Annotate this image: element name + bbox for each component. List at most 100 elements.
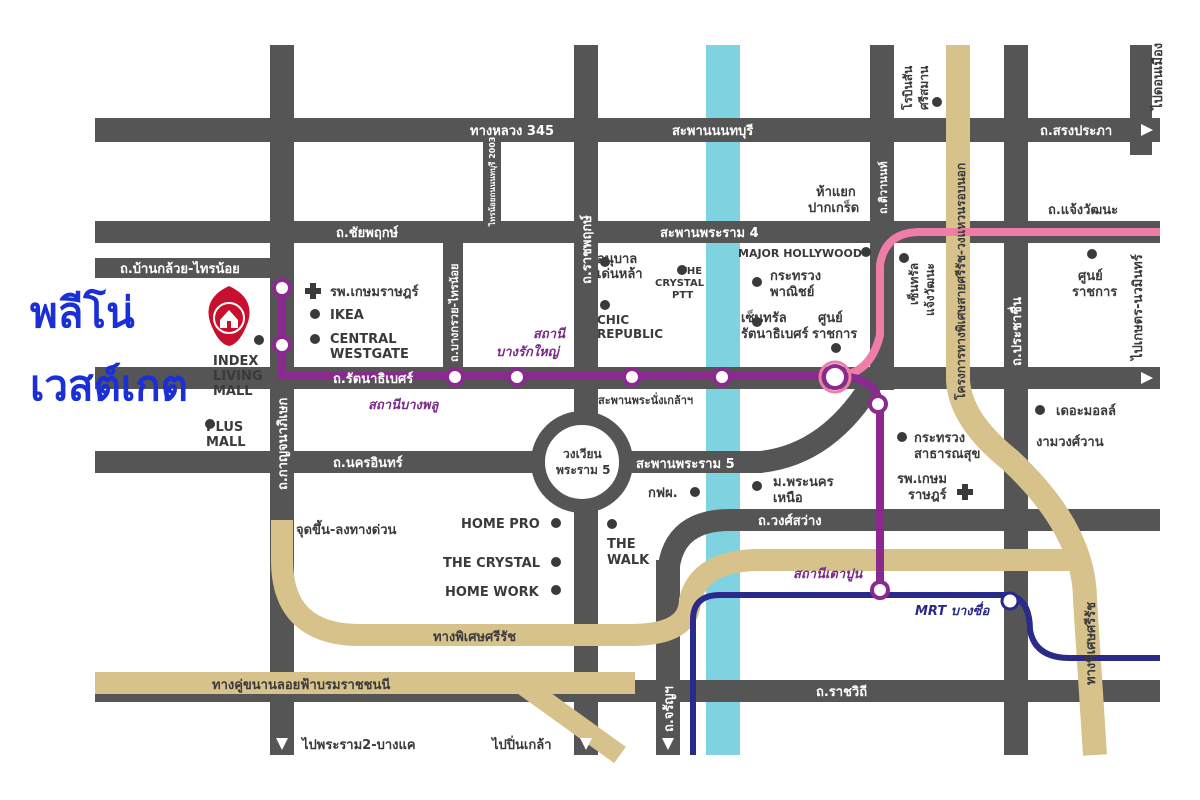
poi-dot [551, 557, 561, 567]
place-crystal: THE CRYSTAL [443, 556, 540, 571]
station-6[interactable] [712, 367, 732, 387]
poi-dot [897, 432, 907, 442]
place-index-1: INDEX [213, 354, 258, 369]
place-robinson-1: โรบินสัน [900, 65, 915, 111]
place-pak-kret-1: ห้าแยก [816, 184, 856, 200]
place-public-health-2: สาธารณสุข [914, 447, 980, 462]
label-tiwanon: ถ.ติวานนท์ [877, 161, 890, 214]
road-nonthaburi-1 [483, 135, 501, 235]
hospital-icon [305, 283, 321, 299]
arrow-down-icon [276, 738, 288, 750]
place-kasemrad: รพ.เกษมราษฎร์ [330, 284, 419, 300]
label-nakhon-in: ถ.นครอินทร์ [333, 455, 403, 471]
circle-label-2: พระราม 5 [556, 463, 610, 477]
road-bankluai [95, 258, 275, 278]
label-nonthaburi-bridge: สะพานนนทบุรี [672, 123, 753, 139]
poi-dot [752, 481, 762, 491]
place-commerce-1: กระทรวง [770, 269, 821, 284]
label-phra-ram4-bridge: สะพานพระราม 4 [660, 226, 759, 241]
label-bankluai: ถ.บ้านกล้วย-ไทรน้อย [120, 260, 240, 277]
station-1[interactable] [272, 278, 292, 298]
label-charan: ถ.จรัญฯ [662, 686, 677, 732]
label-outer-ring: โครงการทางพิเศษสายศรีรัช-วงแหวนรอบนอก [953, 163, 968, 401]
poi-dot [310, 334, 320, 344]
place-homepro: HOME PRO [461, 517, 540, 532]
place-gov-center-2: ราชการ [812, 327, 857, 342]
label-chaiyaphruek: ถ.ชัยพฤกษ์ [336, 225, 399, 241]
arrow-right-icon [1141, 124, 1153, 136]
poi-dot [600, 300, 610, 310]
place-central-westgate-2: WESTGATE [330, 347, 409, 362]
direction-donmueang: ไปดอนเมือง [1149, 43, 1166, 112]
station-interchange[interactable] [822, 364, 848, 390]
place-kmutnb-1: ม.พระนคร [773, 475, 834, 490]
label-bangkruai-sainoi: ถ.บางกรวย-ไทรน้อย [447, 264, 461, 362]
place-ikea: IKEA [330, 308, 364, 323]
label-h345: ทางหลวง 345 [470, 124, 554, 139]
station-tao-poon[interactable] [870, 580, 890, 600]
place-commerce-2: พาณิชย์ [770, 284, 814, 300]
rama5-circle [531, 411, 633, 513]
place-plus-1: PLUS [206, 420, 243, 435]
label-ratchaphruek: ถ.ราชพฤกษ์ [579, 215, 595, 284]
label-chaengwattana: ถ.แจ้งวัฒนะ [1048, 202, 1118, 218]
place-chic-2: REPUBLIC [597, 327, 663, 341]
place-central-ratta-1: เซ็นทรัล [741, 308, 787, 326]
poi-dot [752, 277, 762, 287]
label-si-rat-vertical: ทางพิเศษศรีรัช [1083, 602, 1099, 685]
poi-dot [310, 309, 320, 319]
road-wong-sawang [657, 509, 1160, 755]
station-bang-phlu[interactable] [445, 367, 465, 387]
label-nang-klao-bridge: สะพานพระนั่งเกล้าฯ [598, 392, 693, 407]
place-anuban-1: อนุบาล [597, 252, 637, 267]
label-rattanathibet: ถ.รัตนาธิเบศร์ [333, 371, 413, 387]
blue-line [690, 592, 1160, 755]
place-walk-2: WALK [607, 553, 650, 568]
place-kasemrad2-1: รพ.เกษม [897, 472, 947, 487]
place-central-chaeng-1: เซ็นทรัล [906, 263, 921, 305]
poi-dot [932, 97, 942, 107]
place-central-westgate-1: CENTRAL [330, 332, 397, 347]
place-central-ratta-2: รัตนาธิเบศร์ [741, 326, 808, 342]
place-kmutnb-2: เหนือ [773, 490, 803, 506]
station-bang-rak-yai[interactable] [507, 367, 527, 387]
place-robinson-2: ศรีสมาน [917, 65, 931, 110]
place-pak-kret-2: ปากเกร็ด [808, 198, 859, 216]
hospital-icon [957, 484, 973, 500]
label-ratchawithi: ถ.ราชวิถี [816, 684, 867, 700]
project-marker-icon [208, 286, 250, 346]
station-label-bang-phlu: สถานีบางพลู [368, 397, 439, 413]
poi-dot [1035, 405, 1045, 415]
expressway-si-rat [271, 520, 1080, 646]
place-egat: กฟผ. [648, 486, 678, 501]
station-label-tao-poon: สถานีเตาปูน [793, 566, 863, 582]
poi-dot [1087, 249, 1097, 259]
poi-dot [600, 257, 610, 267]
road-h345 [95, 118, 1160, 142]
poi-dot [254, 335, 264, 345]
poi-dot [690, 487, 700, 497]
expressway-ramp [514, 674, 626, 764]
poi-dot [752, 317, 762, 327]
station-label-bang-rak-yai-2: บางรักใหญ่ [496, 344, 561, 360]
station-5[interactable] [622, 367, 642, 387]
place-homework: HOME WORK [445, 585, 540, 600]
poi-dot [551, 518, 561, 528]
station-8[interactable] [868, 394, 888, 414]
station-mrt-bang-sue[interactable] [1000, 591, 1020, 611]
place-walk-1: THE [607, 537, 636, 552]
expressway-outer-ring [946, 45, 1107, 756]
station-2[interactable] [272, 335, 292, 355]
arrow-down-icon [662, 738, 674, 750]
direction-rama2: ไปพระราม2-บางแค [300, 736, 416, 753]
brand-line-2: เวสต์เกต [30, 361, 188, 410]
arrow-right-icon [1141, 372, 1153, 384]
place-central-chaeng-2: แจ้งวัฒนะ [923, 263, 937, 316]
label-phra-ram5-bridge: สะพานพระราม 5 [636, 457, 735, 472]
label-soi-2003: ไทรน้อยถนนนทบุรี 2003 [487, 136, 498, 227]
road-ratchaphruek [574, 45, 598, 755]
label-si-rat: ทางพิเศษศรีรัช [433, 629, 516, 645]
place-public-health-1: กระทรวง [914, 431, 965, 446]
poi-dot [551, 585, 561, 595]
